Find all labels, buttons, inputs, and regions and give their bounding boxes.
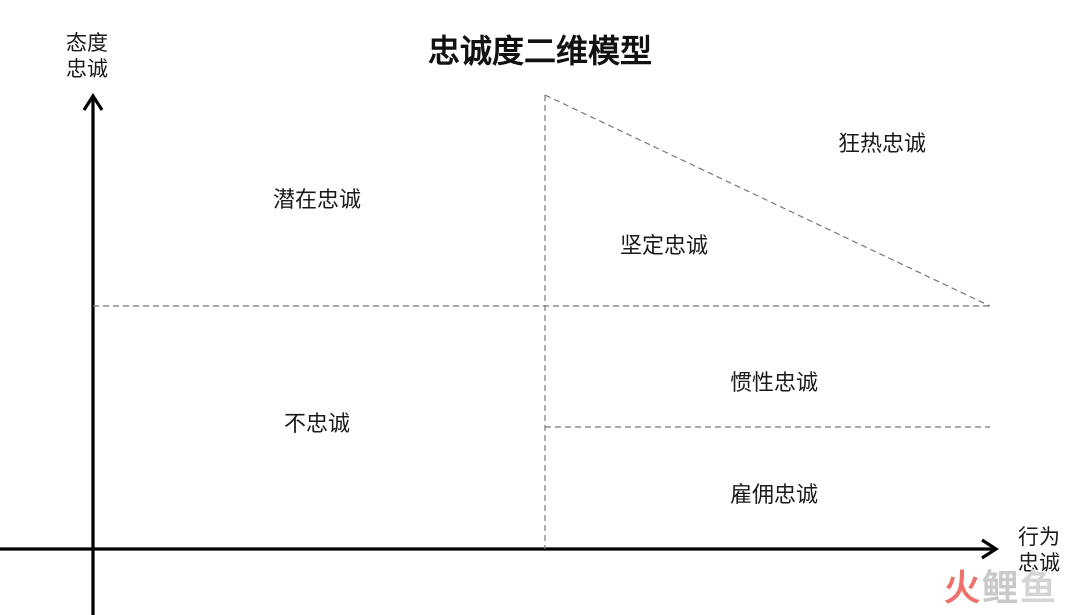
- region-inertia-loyalty: 惯性忠诚: [730, 371, 819, 396]
- region-disloyal: 不忠诚: [284, 412, 351, 437]
- watermark-char-1: 火: [943, 568, 982, 609]
- region-latent-loyalty: 潜在忠诚: [273, 188, 362, 213]
- y-axis-label-line2: 忠诚: [66, 57, 108, 81]
- y-axis-label: 态度 忠诚: [66, 30, 108, 82]
- watermark-logo: 火鲤鱼: [944, 559, 1058, 611]
- x-axis-label-line1: 行为: [1018, 525, 1060, 549]
- diagram-title: 忠诚度二维模型: [427, 32, 652, 70]
- x-axis-label-line2: 忠诚: [1018, 551, 1060, 575]
- triangle-hypotenuse: [544, 94, 991, 307]
- region-fanatical-loyalty: 狂热忠诚: [838, 132, 927, 157]
- y-axis-arrow-icon: [82, 93, 104, 111]
- region-committed-loyalty: 坚定忠诚: [620, 234, 709, 259]
- watermark-char-3: 鱼: [1019, 568, 1058, 609]
- region-hired-loyalty: 雇佣忠诚: [730, 483, 819, 508]
- watermark-char-2: 鲤: [981, 568, 1020, 609]
- y-axis-label-line1: 态度: [66, 31, 108, 55]
- x-axis-label: 行为 忠诚: [1018, 524, 1060, 576]
- x-axis-arrow-icon: [981, 538, 999, 560]
